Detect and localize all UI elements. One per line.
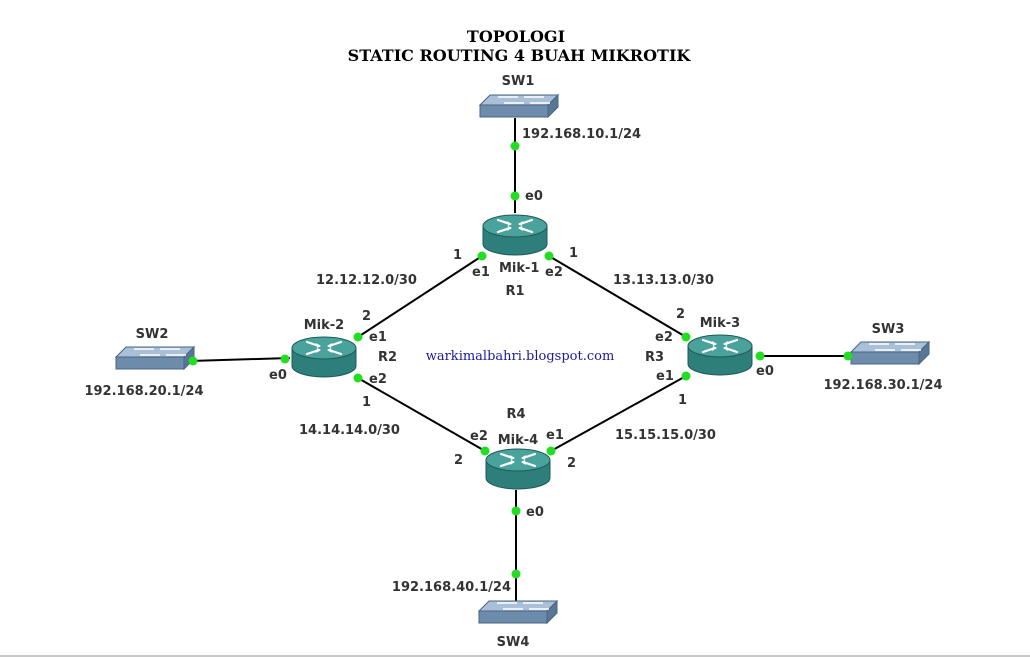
r3-r4-host-r4: 2 [567,456,576,471]
mik3-name: Mik-3 [700,316,740,331]
mik4-port-e1: e1 [546,428,564,443]
mik1-name: Mik-1 [499,261,539,276]
link-r3-r4-network: 15.15.15.0/30 [615,428,716,443]
port-dot [681,332,691,342]
bottom-rule [0,655,1030,657]
mik1-port-e2: e2 [545,265,563,280]
router-mik1[interactable] [481,213,549,257]
mik4-name: Mik-4 [498,433,538,448]
link-r1-r2 [357,255,483,338]
mik3-port-e0: e0 [756,364,774,379]
mik2-name: Mik-2 [304,318,344,333]
port-dot [188,356,198,366]
port-dot [511,569,521,579]
r3-r4-host-r3: 1 [678,393,687,408]
sw3-label: SW3 [872,322,905,337]
mik2-id: R2 [378,350,397,365]
r2-r4-host-r2: 1 [362,395,371,410]
mik4-id: R4 [506,407,525,422]
port-dot [353,373,363,383]
link-r1-r3-network: 13.13.13.0/30 [613,273,714,288]
mik3-port-e1: e1 [656,369,674,384]
mik3-port-e2: e2 [655,330,673,345]
port-dot [480,446,490,456]
link-r1-r2-network: 12.12.12.0/30 [316,273,417,288]
r1-r3-host-r1: 1 [569,246,578,261]
sw4-network: 192.168.40.1/24 [392,580,511,595]
sw2-network: 192.168.20.1/24 [84,384,203,399]
sw2-label: SW2 [136,327,169,342]
link-r2-r4 [357,377,486,452]
sw4-label: SW4 [497,635,530,650]
mik1-port-e0: e0 [525,189,543,204]
router-mik2[interactable] [290,335,358,379]
port-dot [544,251,554,261]
sw1-label: SW1 [502,74,535,89]
port-dot [681,371,691,381]
mik2-port-e1: e1 [369,330,387,345]
port-dot [510,191,520,201]
port-dot [353,332,363,342]
link-sw2-r2 [189,357,291,362]
switch-sw4[interactable] [478,600,558,624]
mik4-port-e0: e0 [526,505,544,520]
r1-r2-host-r1: 1 [453,248,462,263]
port-dot [477,251,487,261]
mik3-id: R3 [645,350,664,365]
watermark-text: warkimalbahri.blogspot.com [426,349,615,364]
port-dot [511,506,521,516]
mik1-id: R1 [505,284,524,299]
diagram-title-line2: STATIC ROUTING 4 BUAH MIKROTIK [348,46,692,65]
switch-sw1[interactable] [479,94,559,118]
port-dot [510,141,520,151]
mik2-port-e2: e2 [369,372,387,387]
router-mik4[interactable] [484,447,552,491]
link-r2-r4-network: 14.14.14.0/30 [299,423,400,438]
port-dot [755,351,765,361]
mik1-port-e1: e1 [472,265,490,280]
sw1-network: 192.168.10.1/24 [522,127,641,142]
link-r3-r4 [550,375,687,452]
sw3-network: 192.168.30.1/24 [823,378,942,393]
port-dot [280,354,290,364]
r1-r2-host-r2: 2 [362,309,371,324]
switch-sw3[interactable] [850,341,930,365]
port-dot [843,351,853,361]
diagram-title-line1: TOPOLOGI [467,27,565,46]
mik4-port-e2: e2 [470,429,488,444]
r1-r3-host-r3: 2 [676,307,685,322]
port-dot [546,446,556,456]
link-r1-r3 [548,255,687,338]
router-mik3[interactable] [686,333,754,377]
r2-r4-host-r4: 2 [454,453,463,468]
mik2-port-e0: e0 [269,368,287,383]
switch-sw2[interactable] [115,346,195,370]
